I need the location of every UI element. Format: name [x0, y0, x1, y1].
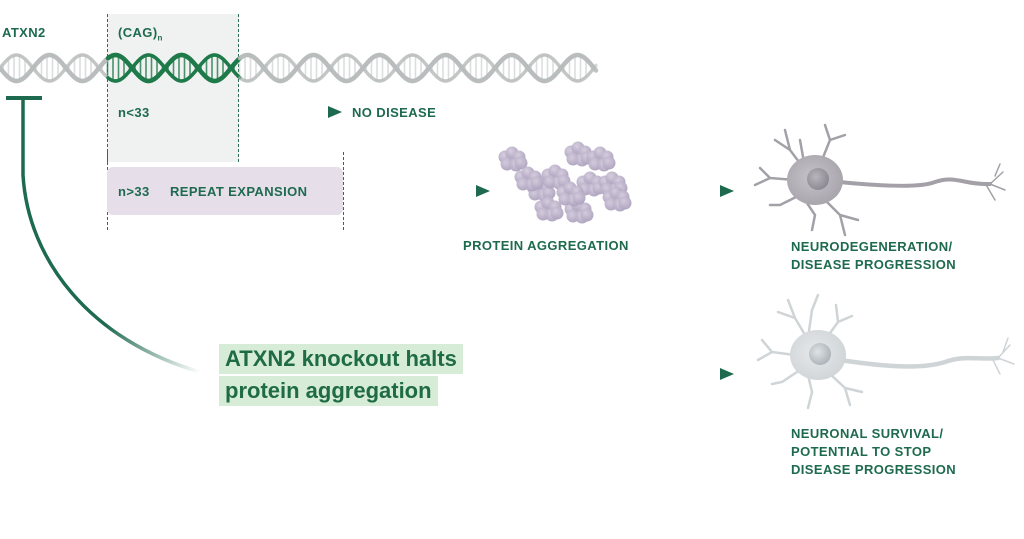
expansion-boundary-right [343, 152, 344, 230]
cag-repeat-text: (CAG) [118, 25, 158, 40]
dna-helix [0, 52, 599, 84]
protein-aggregate-cluster [498, 146, 528, 172]
neuron-diseased-illustration [753, 123, 1006, 237]
neuronal-survival-label-line2: POTENTIAL TO STOP [791, 444, 932, 459]
protein-aggregate-cluster [602, 186, 632, 212]
gene-label: ATXN2 [2, 25, 46, 40]
neuron-healthy-illustration [756, 293, 1015, 410]
protein-aggregate-illustration [498, 141, 632, 224]
protein-aggregate-cluster [514, 166, 544, 192]
protein-aggregate-cluster [586, 146, 616, 172]
normal-condition-label: n<33 [118, 105, 150, 120]
protein-aggregation-label: PROTEIN AGGREGATION [463, 238, 629, 253]
inhibition-connector [6, 96, 201, 374]
neuronal-survival-label-line3: DISEASE PROGRESSION [791, 462, 957, 477]
dna-strand-segment [592, 63, 598, 70]
inhibition-curve [21, 98, 201, 374]
arrow-to-no-disease [248, 106, 342, 118]
expanded-condition-label: n>33 [118, 184, 150, 199]
protein-aggregate-cluster [556, 181, 586, 207]
arrow-to-neuronal-survival [545, 368, 734, 380]
neuronal-survival-label-line1: NEURONAL SURVIVAL/ [791, 426, 944, 441]
neurodegeneration-label-line1: NEURODEGENERATION/ [791, 239, 953, 254]
knockout-callout-line2: protein aggregation [219, 376, 438, 406]
cag-repeat-label: (CAG)n [118, 24, 163, 48]
protein-aggregate-cluster [534, 196, 564, 222]
neurodegeneration-label-line2: DISEASE PROGRESSION [791, 257, 957, 272]
cag-repeat-subscript: n [157, 33, 163, 43]
no-disease-label: NO DISEASE [352, 105, 437, 120]
arrow-to-aggregation [362, 185, 490, 197]
cag-repeat-region [107, 14, 239, 162]
knockout-callout-line1: ATXN2 knockout halts [219, 344, 463, 374]
repeat-expansion-label: REPEAT EXPANSION [170, 184, 308, 199]
arrow-to-neurodegeneration [630, 185, 734, 197]
repeat-expansion-box [107, 167, 343, 215]
